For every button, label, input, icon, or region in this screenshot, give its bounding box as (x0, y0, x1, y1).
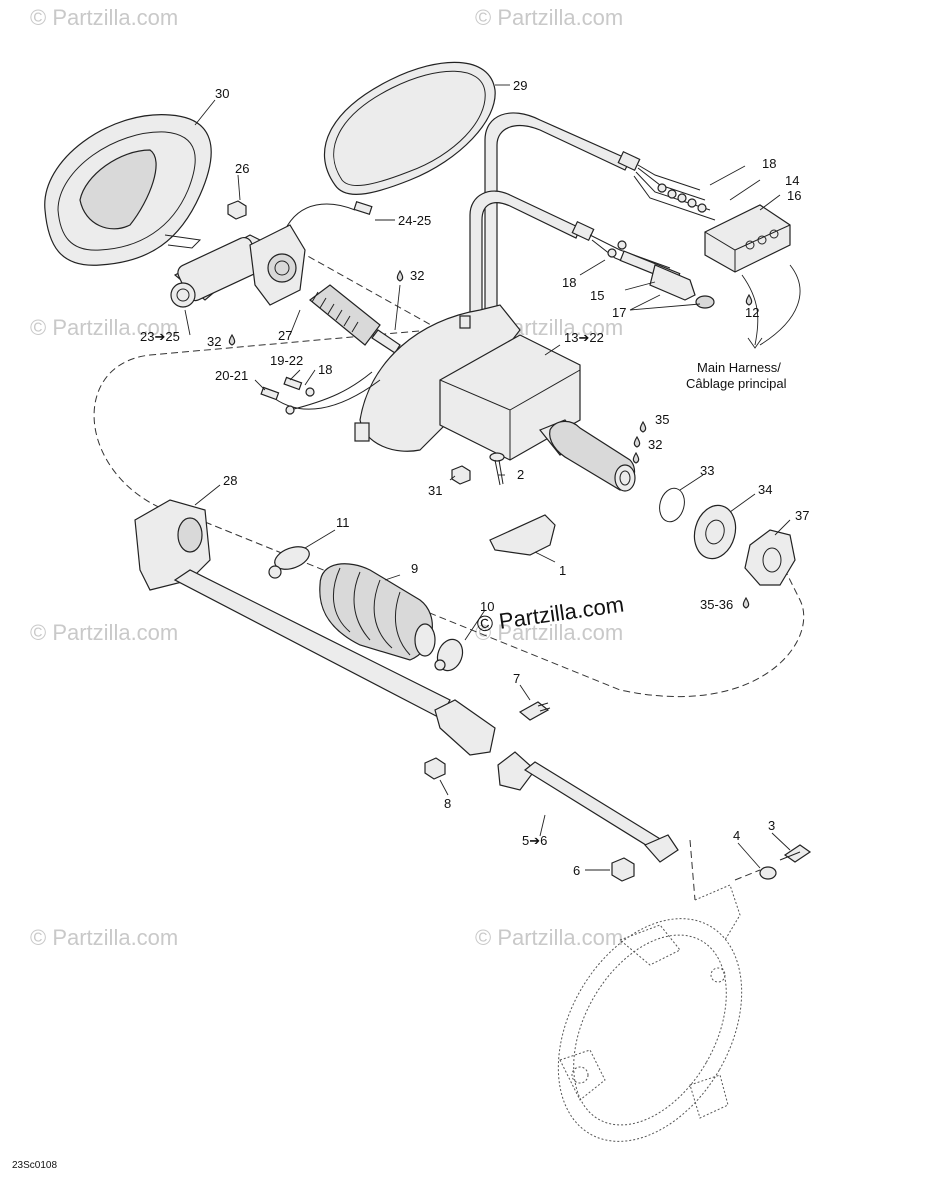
connector-part (353, 200, 373, 216)
washer-4-part (759, 866, 777, 880)
callout-7: 7 (513, 671, 520, 686)
callout-33: 33 (700, 463, 714, 478)
link-line (689, 839, 761, 901)
oil-drop-icon (633, 435, 641, 448)
o-ring-part (659, 487, 685, 523)
oil-drop-icon (396, 269, 404, 282)
watermark: © Partzilla.com (30, 620, 178, 645)
callout-34: 34 (758, 482, 772, 497)
harness-arrow (741, 274, 759, 346)
fuse-holder-part (649, 264, 696, 301)
oil-drop-icon (632, 451, 640, 464)
watermark: © Partzilla.com (475, 5, 623, 30)
washer-34-part (693, 504, 737, 560)
watermark: © Partzilla.com (30, 315, 178, 340)
nut-31-part (451, 465, 471, 485)
wire-part (284, 203, 356, 231)
callout-19-22: 19-22 (270, 353, 303, 368)
callout-30: 30 (215, 86, 229, 101)
callout-35-36: 35-36 (700, 597, 733, 612)
seal-part (695, 295, 715, 309)
rod-end-part (434, 699, 496, 756)
callout-12: 12 (745, 305, 759, 320)
callout-29: 29 (513, 78, 527, 93)
callout-6: 6 (573, 863, 580, 878)
bracket-1-part (489, 514, 556, 556)
callout-26: 26 (235, 161, 249, 176)
nut-6-part (611, 857, 635, 882)
callout-15: 15 (590, 288, 604, 303)
harness-label-line2: Câblage principal (686, 376, 787, 391)
screw-2-part (489, 452, 505, 486)
callout-1: 1 (559, 563, 566, 578)
oil-drop-icon (639, 420, 647, 433)
watermark: © Partzilla.com (475, 620, 623, 645)
motor-part (170, 224, 306, 308)
callout-3: 3 (768, 818, 775, 833)
callout-14: 14 (785, 173, 799, 188)
callout-13-22: 13➔22 (564, 330, 604, 345)
callout-2: 2 (517, 467, 524, 482)
callout-10: 10 (480, 599, 494, 614)
callout-32: 32 (410, 268, 424, 283)
diagram-code: 23Sc0108 (12, 1160, 57, 1171)
terminals-part (657, 183, 707, 213)
callout-32: 32 (207, 334, 221, 349)
rod-28-part (134, 499, 451, 719)
nut-part (227, 200, 247, 220)
callout-37: 37 (795, 508, 809, 523)
watermark: © Partzilla.com (30, 925, 178, 950)
link-5-6-part (497, 751, 679, 863)
cover-part (44, 114, 212, 266)
connector-16-part (704, 204, 791, 273)
callout-31: 31 (428, 483, 442, 498)
callout-18: 18 (762, 156, 776, 171)
callout-16: 16 (787, 188, 801, 203)
clamp-10-part (434, 638, 464, 672)
nut-8-part (424, 757, 446, 780)
callout-17: 17 (612, 305, 626, 320)
oil-drop-icon (228, 333, 236, 346)
harness-label-line1: Main Harness/ (697, 360, 781, 375)
worm-gear-part (309, 284, 401, 354)
callout-8: 8 (444, 796, 451, 811)
bolt-7-part (518, 701, 551, 721)
oil-drop-icon (745, 293, 753, 306)
callout-23-25: 23➔25 (140, 329, 180, 344)
harness-arrow (759, 264, 801, 346)
callout-4: 4 (733, 828, 740, 843)
callout-5-6: 5➔6 (522, 833, 547, 848)
clamp-11-part (268, 546, 310, 579)
callout-27: 27 (278, 328, 292, 343)
callout-32: 32 (648, 437, 662, 452)
actuator-housing (354, 304, 636, 492)
oil-drop-icon (742, 596, 750, 609)
boot-9-part (319, 563, 436, 661)
watermark: © Partzilla.com (30, 5, 178, 30)
callout-35: 35 (655, 412, 669, 427)
nut-37-part (744, 529, 796, 586)
callout-9: 9 (411, 561, 418, 576)
watermark: © Partzilla.com (475, 925, 623, 950)
clamp-ring-part (557, 884, 743, 1142)
callout-18: 18 (318, 362, 332, 377)
callout-28: 28 (223, 473, 237, 488)
callout-24-25: 24-25 (398, 213, 431, 228)
belt-part (323, 61, 496, 195)
bolt-3-part (779, 844, 812, 863)
callout-11: 11 (336, 515, 350, 530)
callout-20-21: 20-21 (215, 368, 248, 383)
callout-18: 18 (562, 275, 576, 290)
